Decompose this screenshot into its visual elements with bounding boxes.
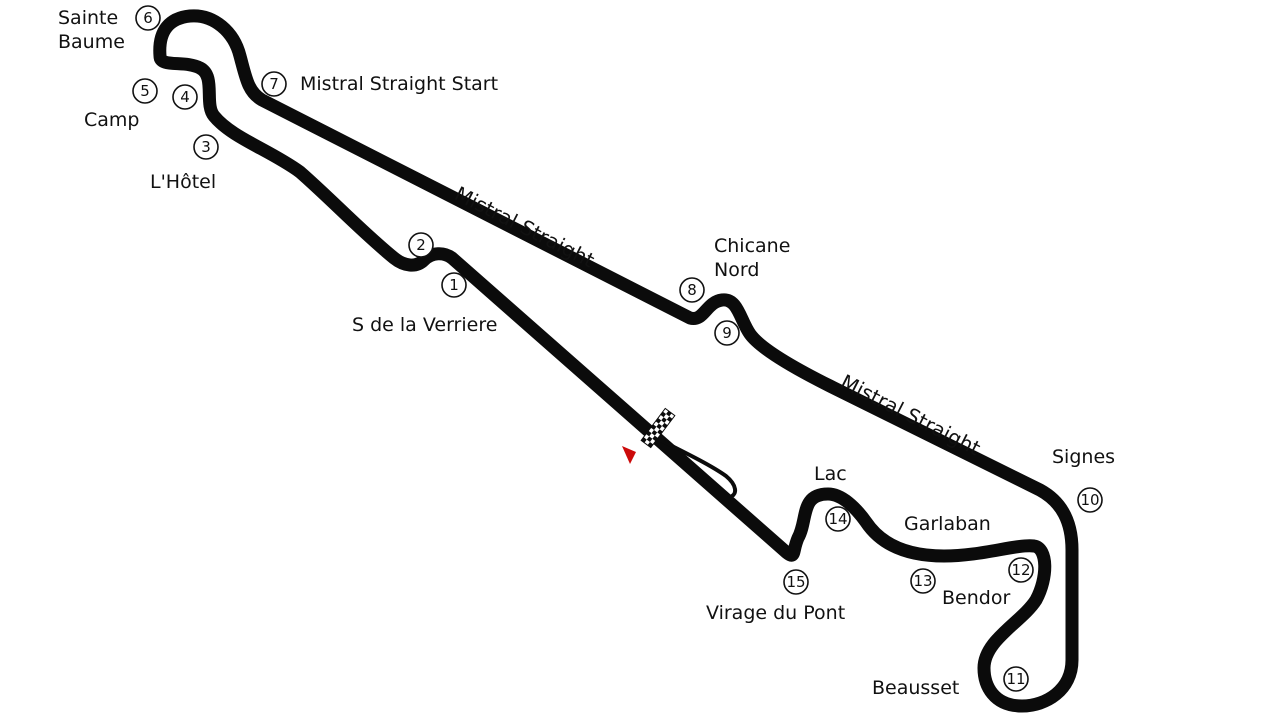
corner-marker-12: 12	[1008, 557, 1034, 583]
corner-marker-3: 3	[193, 134, 219, 160]
pit-lane	[658, 438, 738, 498]
corner-marker-circle	[408, 232, 434, 258]
corner-name-5: Camp	[84, 109, 140, 131]
corner-marker-circle	[193, 134, 219, 160]
corner-marker-circle	[1008, 557, 1034, 583]
corner-number: 3	[201, 138, 211, 156]
corner-number: 14	[828, 510, 847, 528]
corner-marker-11: 11	[1003, 666, 1029, 692]
corner-marker-circle	[714, 320, 740, 346]
corner-number: 1	[449, 276, 459, 294]
corner-name-13: Bendor	[942, 587, 1011, 609]
corner-marker-6: 6	[135, 5, 161, 31]
corner-marker-13: 13	[910, 568, 936, 594]
direction-arrow-icon	[622, 446, 636, 464]
corner-marker-circle	[135, 5, 161, 31]
corner-number: 12	[1011, 561, 1030, 579]
corner-marker-circle	[261, 71, 287, 97]
corner-marker-1: 1	[441, 272, 467, 298]
corner-marker-7: 7	[261, 71, 287, 97]
corner-marker-circle	[172, 84, 198, 110]
garlaban-label: Garlaban	[904, 513, 991, 535]
track-path	[153, 9, 1079, 713]
corner-name-1: S de la Verriere	[352, 314, 498, 336]
corner-number: 10	[1080, 491, 1099, 509]
corner-marker-4: 4	[172, 84, 198, 110]
corner-name-10: Signes	[1052, 446, 1116, 468]
corner-marker-circle	[1077, 487, 1103, 513]
corner-name-15: Virage du Pont	[706, 602, 846, 624]
corner-number: 5	[140, 82, 150, 100]
corner-name-14: Lac	[814, 463, 847, 485]
corner-marker-10: 10	[1077, 487, 1103, 513]
corner-marker-circle	[441, 272, 467, 298]
corner-number: 8	[687, 281, 697, 299]
corner-number: 2	[416, 236, 426, 254]
corner-marker-circle	[825, 506, 851, 532]
corner-name-7: Mistral Straight Start	[300, 73, 499, 95]
corner-marker-2: 2	[408, 232, 434, 258]
checkered-flag-icon	[640, 407, 676, 449]
corner-number: 7	[269, 75, 279, 93]
corner-number: 15	[786, 573, 805, 591]
corner-marker-circle	[1003, 666, 1029, 692]
corner-marker-5: 5	[132, 78, 158, 104]
corner-marker-circle	[679, 277, 705, 303]
corner-marker-circle	[783, 569, 809, 595]
corner-number: 11	[1006, 670, 1025, 688]
corner-number: 4	[180, 88, 190, 106]
corner-marker-9: 9	[714, 320, 740, 346]
corner-name-3: L'Hôtel	[150, 171, 217, 193]
corner-marker-circle	[910, 568, 936, 594]
corner-name-11: Beausset	[872, 677, 960, 699]
corner-marker-8: 8	[679, 277, 705, 303]
corner-number: 9	[722, 324, 732, 342]
corner-number: 6	[143, 9, 153, 27]
corner-marker-14: 14	[825, 506, 851, 532]
corner-number: 13	[913, 572, 932, 590]
corner-marker-15: 15	[783, 569, 809, 595]
corner-marker-circle	[132, 78, 158, 104]
